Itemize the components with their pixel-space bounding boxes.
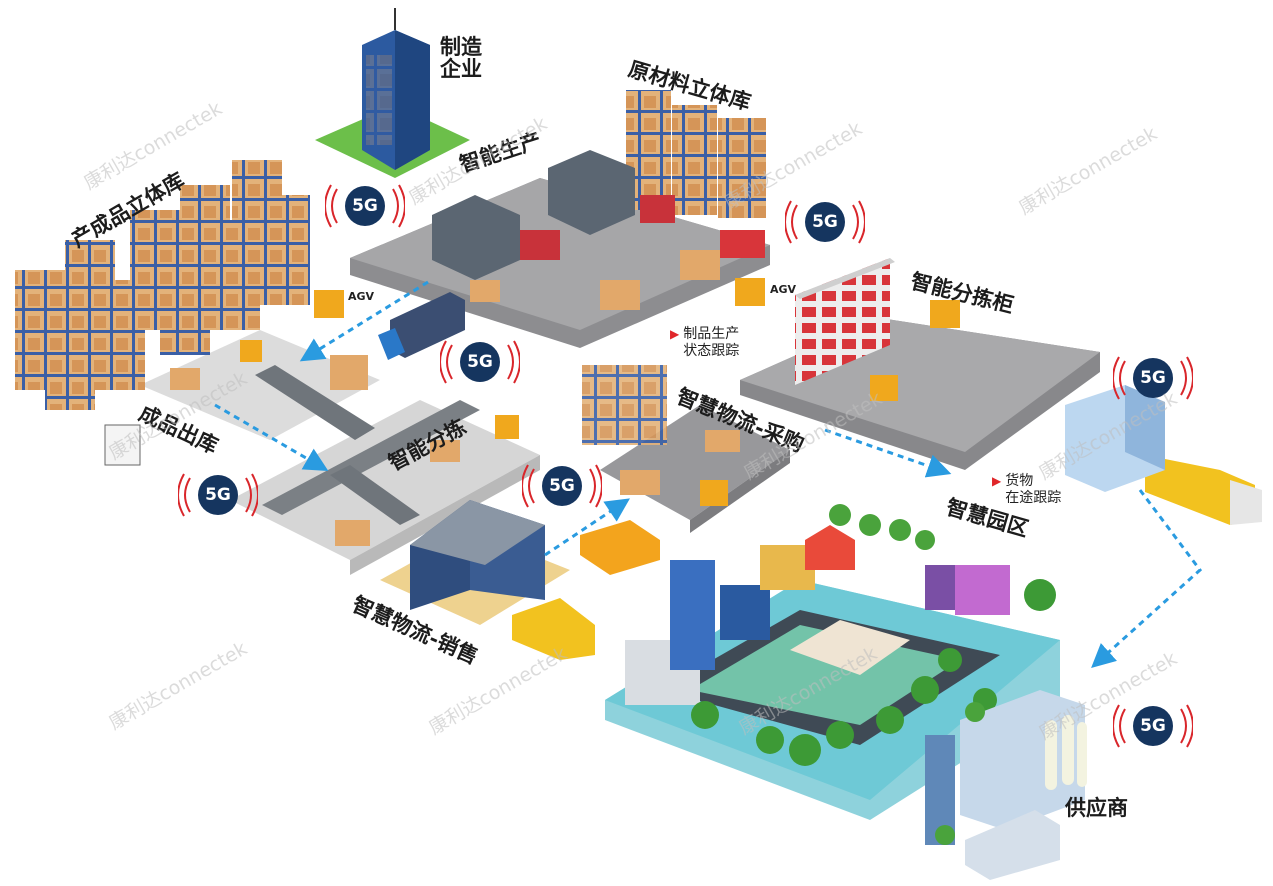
finished-goods-racks [15,160,310,410]
park-buildings [625,525,1010,705]
sorting-cabinet [795,258,895,385]
distribution-building [1065,385,1165,492]
5g-badge: 5G [198,475,238,515]
5g-badge: 5G [805,202,845,242]
flow-arrow [1091,489,1203,669]
note-goods-tracking-text: 货物 在途跟踪 [1005,473,1062,506]
van-yellow [512,598,595,660]
conveyors [170,355,480,546]
signal-wave-icon [1113,704,1193,748]
hq-building [362,8,430,170]
note-goods-tracking: ▶货物 在途跟踪 [992,473,1061,507]
5g-badge: 5G [1133,358,1173,398]
truck-blue [378,292,465,360]
truck-yellow [1145,455,1262,525]
signal-wave-icon [440,340,520,384]
sales-warehouse [380,500,570,625]
5g-badge: 5G [1133,706,1173,746]
label-manufacturer: 制造 企业 [440,35,482,82]
van-orange [580,520,660,575]
agv-forklifts [104,278,960,506]
agv-label: AGV [770,283,797,296]
signal-wave-icon [1113,356,1193,400]
5g-badge: 5G [345,186,385,226]
flow-arrow [544,498,630,557]
flow-arrow [299,280,429,362]
flow-arrow [824,428,952,478]
purchase-shelf [582,365,740,495]
play-triangle-icon: ▶ [992,474,1002,488]
signal-wave-icon [325,184,405,228]
signal-wave-icon [522,464,602,508]
5g-badge: 5G [542,466,582,506]
5g-badge: 5G [460,342,500,382]
signal-wave-icon [178,473,258,517]
note-production-tracking: ▶制品生产 状态跟踪 [670,326,739,360]
supplier-factory [925,690,1087,880]
play-triangle-icon: ▶ [670,327,680,341]
flow-arrows [214,280,1203,669]
flow-arrow [214,403,329,472]
signal-wave-icon [785,200,865,244]
agv-label: AGV [348,290,375,303]
note-production-tracking-text: 制品生产 状态跟踪 [683,326,740,359]
production-machines [432,150,765,310]
label-supplier: 供应商 [1065,796,1128,820]
